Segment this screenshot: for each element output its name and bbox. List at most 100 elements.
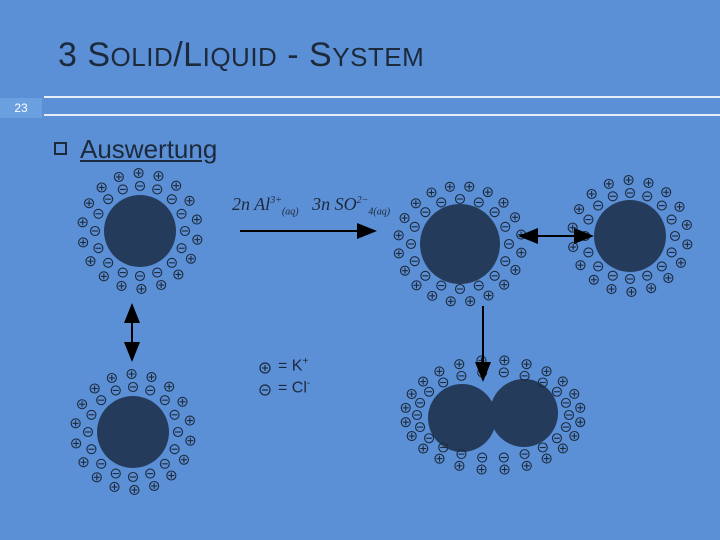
title-part: /L <box>173 36 203 74</box>
potassium-ion-icon <box>77 399 88 410</box>
chloride-ion-icon <box>436 197 447 208</box>
potassium-ion-icon <box>521 460 532 471</box>
potassium-ion-icon <box>78 237 89 248</box>
chloride-ion-icon <box>477 452 488 463</box>
potassium-ion-icon <box>465 296 476 307</box>
potassium-ion-icon <box>575 402 586 413</box>
legend-sup: - <box>306 378 311 389</box>
chloride-ion-icon <box>172 426 184 438</box>
chloride-ion-icon <box>669 230 681 242</box>
potassium-ion-icon <box>399 212 410 224</box>
chloride-ion-icon <box>642 191 653 202</box>
eq-state: 4(aq) <box>368 206 391 218</box>
potassium-ion-icon <box>146 371 157 383</box>
chloride-ion-icon <box>473 280 484 291</box>
potassium-ion-icon <box>509 212 521 223</box>
potassium-ion-icon <box>623 174 634 186</box>
slide-title: 3 SOLID/LIQUID - SYSTEM <box>58 36 424 75</box>
chloride-ion-icon <box>438 442 449 453</box>
chloride-ion-icon <box>593 261 604 272</box>
potassium-ion-icon <box>541 366 552 377</box>
chloride-ion-icon <box>117 184 128 195</box>
chloride-ion-icon <box>489 207 500 218</box>
colloid-particle <box>594 200 666 272</box>
chloride-ion-icon <box>86 409 97 420</box>
colloid-particle <box>490 379 558 447</box>
potassium-ion-icon <box>136 283 147 295</box>
title-part: IQUID <box>202 42 278 72</box>
potassium-ion-icon <box>78 457 89 468</box>
potassium-ion-icon <box>681 219 692 230</box>
chloride-ion-icon <box>110 385 121 396</box>
potassium-ion-icon <box>575 260 586 271</box>
potassium-ion-icon <box>516 229 527 240</box>
chloride-ion-icon <box>411 409 423 421</box>
potassium-ion-icon <box>411 280 422 291</box>
potassium-ion-icon <box>541 453 552 464</box>
chloride-ion-icon <box>656 261 667 272</box>
potassium-ion-icon <box>192 234 203 245</box>
chloride-ion-icon <box>103 257 114 268</box>
chloride-ion-icon <box>583 247 594 258</box>
potassium-ion-icon <box>426 187 437 198</box>
chloride-ion-icon <box>96 395 107 406</box>
chloride-ion-icon <box>159 395 170 406</box>
potassium-ion-icon <box>434 453 445 464</box>
potassium-ion-icon <box>574 204 585 215</box>
title-part: 3 S <box>58 36 111 74</box>
dissociation-equation: 2n Al3+(aq) 3n SO2−4(aq) <box>232 194 390 218</box>
chloride-ion-icon <box>454 193 466 205</box>
chloride-ion-icon <box>436 280 447 291</box>
chloride-ion-icon <box>624 273 636 285</box>
potassium-ion-icon <box>71 438 82 449</box>
chloride-ion-icon <box>666 247 677 258</box>
potassium-ion-icon <box>153 170 164 182</box>
potassium-ion-icon <box>445 296 456 307</box>
chloride-ion-icon <box>134 270 146 282</box>
potassium-ion-icon <box>675 257 686 268</box>
chloride-ion-icon <box>405 238 417 250</box>
potassium-ion-icon <box>476 464 487 475</box>
chloride-ion-icon <box>438 377 449 388</box>
chloride-ion-icon <box>560 422 571 433</box>
chloride-ion-icon <box>454 283 466 295</box>
potassium-ion-icon <box>557 443 568 454</box>
potassium-ion-icon <box>133 167 144 179</box>
potassium-ion-icon <box>464 181 475 192</box>
chloride-ion-icon <box>537 442 548 453</box>
chloride-ion-icon <box>489 270 500 281</box>
chloride-ion-icon <box>519 370 530 381</box>
chloride-ion-icon <box>415 422 426 433</box>
chloride-ion-icon <box>409 221 420 232</box>
potassium-ion-icon <box>499 464 510 475</box>
potassium-ion-icon <box>171 180 182 191</box>
chloride-ion-icon <box>519 449 530 460</box>
colloid-particle <box>428 384 496 452</box>
colloid-particle <box>104 195 176 267</box>
chloride-ion-icon <box>624 187 636 199</box>
chloride-ion-icon <box>166 194 177 205</box>
potassium-ion-icon <box>418 443 429 454</box>
chloride-ion-icon <box>152 267 163 278</box>
eq-charge: 3+ <box>270 195 282 206</box>
chloride-ion-icon <box>96 458 107 469</box>
potassium-ion-icon <box>184 415 195 426</box>
chloride-ion-icon <box>176 243 187 254</box>
potassium-ion-icon <box>109 481 120 493</box>
potassium-ion-icon <box>569 430 580 442</box>
chloride-ion-icon <box>145 385 156 396</box>
legend-sup: + <box>302 356 309 367</box>
chloride-ion-icon <box>86 444 97 455</box>
potassium-ion-icon <box>567 222 578 233</box>
potassium-ion-icon <box>427 290 438 301</box>
potassium-ion-icon <box>166 470 177 481</box>
chloride-ion-icon <box>456 449 467 460</box>
potassium-ion-icon <box>70 418 81 429</box>
chloride-ion-icon <box>666 214 677 225</box>
potassium-ion-icon <box>674 201 685 212</box>
potassium-ion-icon <box>516 247 527 258</box>
potassium-ion-icon <box>89 383 100 394</box>
eq-coefficient: 3n <box>312 194 331 214</box>
legend-plus-icon <box>259 362 271 374</box>
chloride-ion-icon <box>583 214 594 225</box>
